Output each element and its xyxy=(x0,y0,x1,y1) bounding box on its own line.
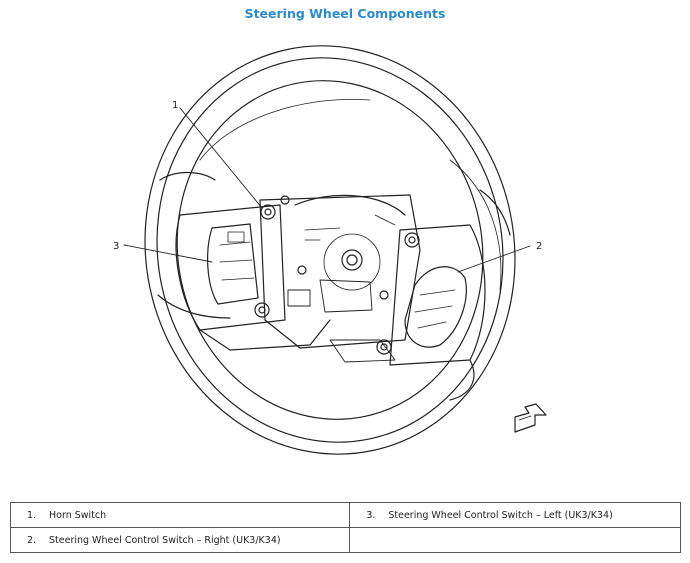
legend-cell xyxy=(349,527,681,553)
page-title: Steering Wheel Components xyxy=(244,6,446,21)
legend-cell: 1. Horn Switch xyxy=(9,502,351,528)
center-hub xyxy=(259,194,421,363)
right-spoke xyxy=(389,189,511,401)
legend-number: 1. xyxy=(27,509,37,521)
right-control-switch xyxy=(404,266,467,348)
steering-wheel-rim xyxy=(144,45,516,455)
callout-3-leader xyxy=(123,244,213,263)
steering-wheel-diagram: 1 2 3 xyxy=(113,45,547,455)
left-control-switch xyxy=(207,223,259,305)
legend-label: Horn Switch xyxy=(49,509,107,521)
legend-cell: 3. Steering Wheel Control Switch – Left (… xyxy=(349,502,681,528)
callout-1-leader xyxy=(179,107,263,209)
callout-3: 3 xyxy=(113,241,119,252)
orientation-arrow-icon xyxy=(514,403,547,433)
legend-table: 1. Horn Switch 3. Steering Wheel Control S… xyxy=(9,502,681,553)
legend-label: Steering Wheel Control Switch – Right (U… xyxy=(49,534,281,546)
callout-1: 1 xyxy=(172,100,178,111)
legend-label: Steering Wheel Control Switch – Left (UK… xyxy=(388,509,613,521)
legend-row: 1. Horn Switch 3. Steering Wheel Control S… xyxy=(9,502,681,528)
left-spoke xyxy=(157,171,331,351)
callout-2: 2 xyxy=(536,241,542,252)
legend-number: 2. xyxy=(27,534,37,546)
legend-cell: 2. Steering Wheel Control Switch – Right … xyxy=(9,527,351,553)
legend-row: 2. Steering Wheel Control Switch – Right … xyxy=(9,527,681,553)
horn-switch-contacts xyxy=(254,195,420,355)
callout-2-leader xyxy=(457,245,531,273)
legend-number: 3. xyxy=(366,509,376,521)
